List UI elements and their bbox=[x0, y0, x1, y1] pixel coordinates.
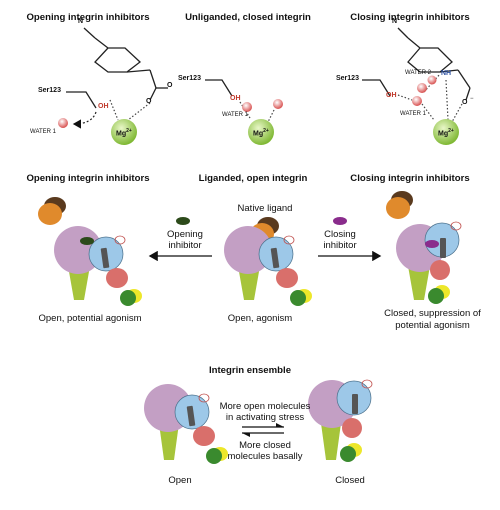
bottom-title: Integrin ensemble bbox=[208, 365, 292, 376]
mg-ion-3 bbox=[433, 119, 459, 145]
water-5 bbox=[417, 83, 427, 93]
water-2 bbox=[242, 102, 252, 112]
water-4 bbox=[412, 96, 422, 106]
equilibrium-upper-1: More open molecules bbox=[219, 401, 311, 412]
mg-label-1: Mg2+ bbox=[116, 128, 132, 138]
integrin-open-agonism bbox=[224, 217, 312, 306]
equilibrium-arrows bbox=[242, 423, 284, 437]
mid-right-caption-2: potential agonism bbox=[395, 320, 470, 331]
closing-inhibitor-icon bbox=[333, 217, 347, 225]
mid-right-title: Closing integrin inhibitors bbox=[350, 173, 470, 184]
water2-label: WATER 2 bbox=[405, 70, 432, 76]
bottom-right-caption: Closed bbox=[335, 475, 365, 486]
o-atom-label-1: O bbox=[167, 82, 173, 89]
mg-ion-2 bbox=[248, 119, 274, 145]
bottom-left-caption: Open bbox=[168, 475, 192, 486]
ser123-label-3: Ser123 bbox=[336, 75, 359, 82]
opening-inhibitor-icon bbox=[176, 217, 190, 225]
nh-label: NH bbox=[441, 70, 452, 77]
closing-inhibitor-chem bbox=[362, 27, 471, 145]
top-mid-title: Unliganded, closed integrin bbox=[185, 12, 311, 23]
water1-label-1: WATER 1 bbox=[30, 129, 57, 135]
water-3 bbox=[273, 99, 283, 109]
opening-inhibitor-label-1: Opening bbox=[167, 229, 203, 240]
mid-left-caption: Open, potential agonism bbox=[38, 313, 142, 324]
integrin-open-potential bbox=[38, 197, 142, 306]
n-atom-label-2: N bbox=[392, 18, 398, 25]
mid-right-caption-1: Closed, suppression of bbox=[384, 308, 481, 319]
mg-label-3: Mg2+ bbox=[438, 128, 454, 138]
mid-mid-title: Liganded, open integrin bbox=[198, 173, 308, 184]
ser123-label-2: Ser123 bbox=[178, 75, 201, 82]
water-1 bbox=[58, 118, 68, 128]
ser123-label-1: Ser123 bbox=[38, 87, 61, 94]
opening-inhibitor-chem bbox=[58, 27, 168, 145]
mid-mid-caption: Open, agonism bbox=[227, 313, 293, 324]
o-atom-label-3: O bbox=[462, 99, 468, 106]
closing-inhibitor-label-2: inhibitor bbox=[323, 240, 357, 251]
integrin-closed-suppression bbox=[386, 191, 462, 304]
water1-label-2: WATER 1 bbox=[222, 112, 249, 118]
top-right-title: Closing integrin inhibitors bbox=[350, 12, 470, 23]
oh-label-2: OH bbox=[230, 95, 241, 102]
equilibrium-upper-2: in activating stress bbox=[225, 412, 305, 423]
water1-label-3: WATER 1 bbox=[400, 111, 427, 117]
native-ligand-label: Native ligand bbox=[237, 203, 293, 214]
integrin-ensemble-closed bbox=[308, 379, 373, 462]
integrin-ensemble-open bbox=[144, 384, 228, 464]
o-atom-label-2: O bbox=[146, 98, 152, 105]
minus-label: − bbox=[470, 96, 474, 102]
mg-label-2: Mg2+ bbox=[253, 128, 269, 138]
equilibrium-lower-2: molecules basally bbox=[227, 451, 303, 462]
equilibrium-lower-1: More closed bbox=[239, 440, 291, 451]
mid-left-title: Opening integrin inhibitors bbox=[26, 173, 150, 184]
water-6 bbox=[427, 75, 437, 85]
n-atom-label-1: N bbox=[78, 18, 84, 25]
closing-inhibitor-label-1: Closing bbox=[324, 229, 356, 240]
unliganded-chem bbox=[205, 79, 283, 145]
opening-inhibitor-label-2: inhibitor bbox=[168, 240, 202, 251]
mg-ion-1 bbox=[111, 119, 137, 145]
oh-label-1: OH bbox=[98, 103, 109, 110]
oh-label-3: OH bbox=[386, 92, 397, 99]
top-left-title: Opening integrin inhibitors bbox=[26, 12, 150, 23]
